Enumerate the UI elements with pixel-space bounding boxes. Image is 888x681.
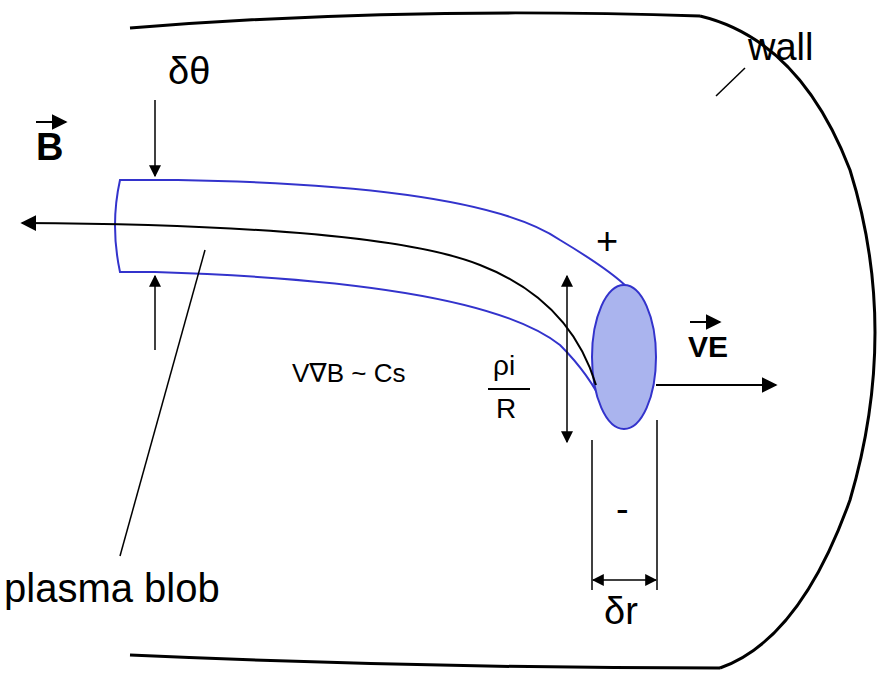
vector-name: B — [36, 128, 63, 166]
dimension-tick — [656, 420, 658, 590]
vector-arrow — [36, 121, 66, 123]
sign-label: - — [616, 490, 629, 528]
blob-lower — [155, 272, 605, 408]
dimension-arrow — [593, 579, 656, 581]
formula-numerator: ρi — [493, 352, 515, 380]
vector-arrow — [690, 321, 720, 323]
wall-leader — [716, 68, 745, 96]
blob-upper — [178, 180, 628, 288]
dimension-label: δr — [604, 592, 638, 630]
blob-cross-section — [592, 285, 656, 429]
wall-bottom — [130, 655, 720, 668]
vector-name: VE — [688, 332, 728, 362]
formula-denominator: R — [496, 395, 516, 423]
sign-label: + — [596, 222, 618, 260]
blob-label: plasma blob — [4, 568, 220, 608]
wall-label: wall — [748, 28, 813, 66]
dimension-arrow — [154, 276, 156, 350]
velocity-arrow — [656, 384, 776, 386]
velocity-formula: V∇B ~ Cs — [292, 360, 405, 386]
dimension-arrow — [566, 276, 568, 442]
dimension-arrow — [154, 100, 156, 176]
blob-leader — [120, 250, 205, 556]
wall-top — [130, 13, 700, 28]
dimension-label: δθ — [168, 52, 210, 90]
fraction-bar — [488, 388, 530, 390]
field-line — [22, 223, 596, 385]
dimension-tick — [591, 440, 593, 590]
